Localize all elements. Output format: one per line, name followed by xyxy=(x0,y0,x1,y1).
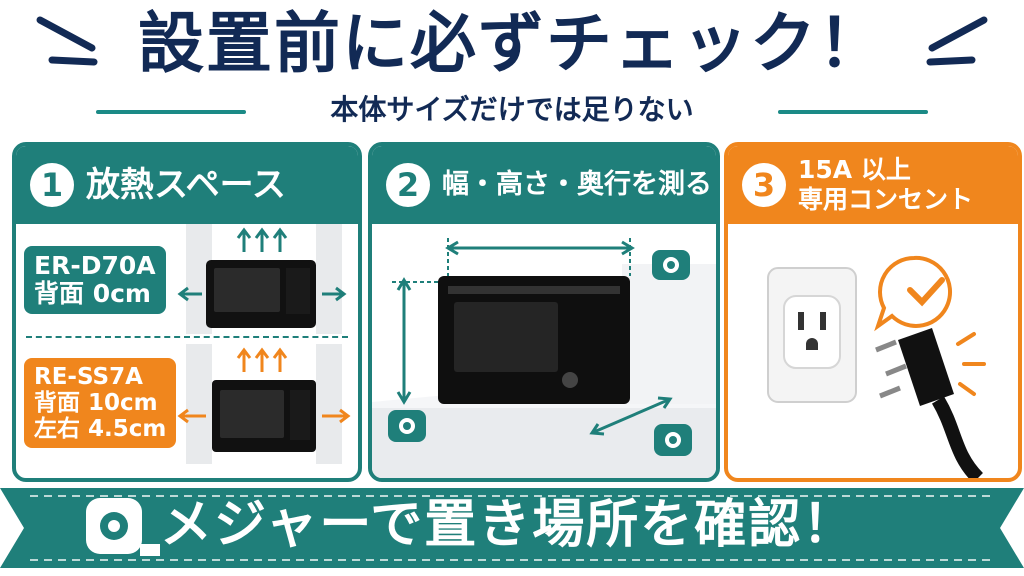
model-name: RE-SS7A xyxy=(34,364,143,390)
panel-2-header: 2 幅・高さ・奥行を測る xyxy=(372,146,716,224)
banner-text: メジャーで置き場所を確認！ xyxy=(160,495,857,555)
panel-1-header: 1 放熱スペース xyxy=(16,146,358,224)
subtitle: 本体サイズだけでは足りない xyxy=(330,93,694,126)
model-tag-er-d70a: ER-D70A 背面 0cm xyxy=(24,246,166,314)
model-tag-re-ss7a: RE-SS7A 背面 10cm 左右 4.5cm xyxy=(24,358,177,448)
microwave-measure-illustration xyxy=(372,238,716,478)
right-burst-lines xyxy=(926,16,988,66)
panel-3-title: 15A 以上 専用コンセント xyxy=(798,155,973,215)
tape-measure-icon xyxy=(654,424,692,456)
subtitle-row: 本体サイズだけでは足りない xyxy=(96,88,928,128)
model-name: ER-D70A xyxy=(34,251,156,280)
panel-2-title: 幅・高さ・奥行を測る xyxy=(442,169,712,200)
power-plug-icon xyxy=(875,328,984,478)
subtitle-rule-right xyxy=(778,110,928,114)
tape-measure-icon xyxy=(388,410,426,442)
panel-3-title-line: 専用コンセント xyxy=(798,185,974,214)
model-spec-line: 左右 4.5cm xyxy=(34,416,167,442)
page-title: 設置前に必ずチェック！ xyxy=(138,5,886,82)
panel-measure: 2 幅・高さ・奥行を測る xyxy=(368,142,720,482)
check-bubble-icon xyxy=(874,255,952,332)
microwave-bottom-illustration xyxy=(177,344,351,464)
model-spec-line: 背面 10cm xyxy=(34,390,158,416)
panel-outlet: 3 15A 以上 専用コンセント xyxy=(724,142,1022,482)
model-spec-line: 背面 0cm xyxy=(34,279,151,308)
panel-2-number: 2 xyxy=(386,163,430,207)
panel-3-number: 3 xyxy=(742,163,786,207)
outlet-illustration xyxy=(767,255,986,478)
tape-measure-icon xyxy=(86,498,160,556)
bottom-banner xyxy=(0,488,1024,568)
left-burst-lines xyxy=(36,16,98,66)
panel-1-title: 放熱スペース xyxy=(86,165,286,205)
microwave-top-illustration xyxy=(177,224,347,334)
panel-1-number: 1 xyxy=(30,163,74,207)
wall-outlet-icon xyxy=(767,267,857,403)
tape-measure-icon xyxy=(652,250,690,280)
panel-1-divider xyxy=(26,336,348,338)
panel-3-header: 3 15A 以上 専用コンセント xyxy=(728,146,1018,224)
panel-heat-space: 1 放熱スペース ER-D70A 背面 0cm RE-SS7A 背面 10cm … xyxy=(12,142,362,482)
panel-3-title-line: 15A 以上 xyxy=(798,155,911,184)
subtitle-rule-left xyxy=(96,110,246,114)
